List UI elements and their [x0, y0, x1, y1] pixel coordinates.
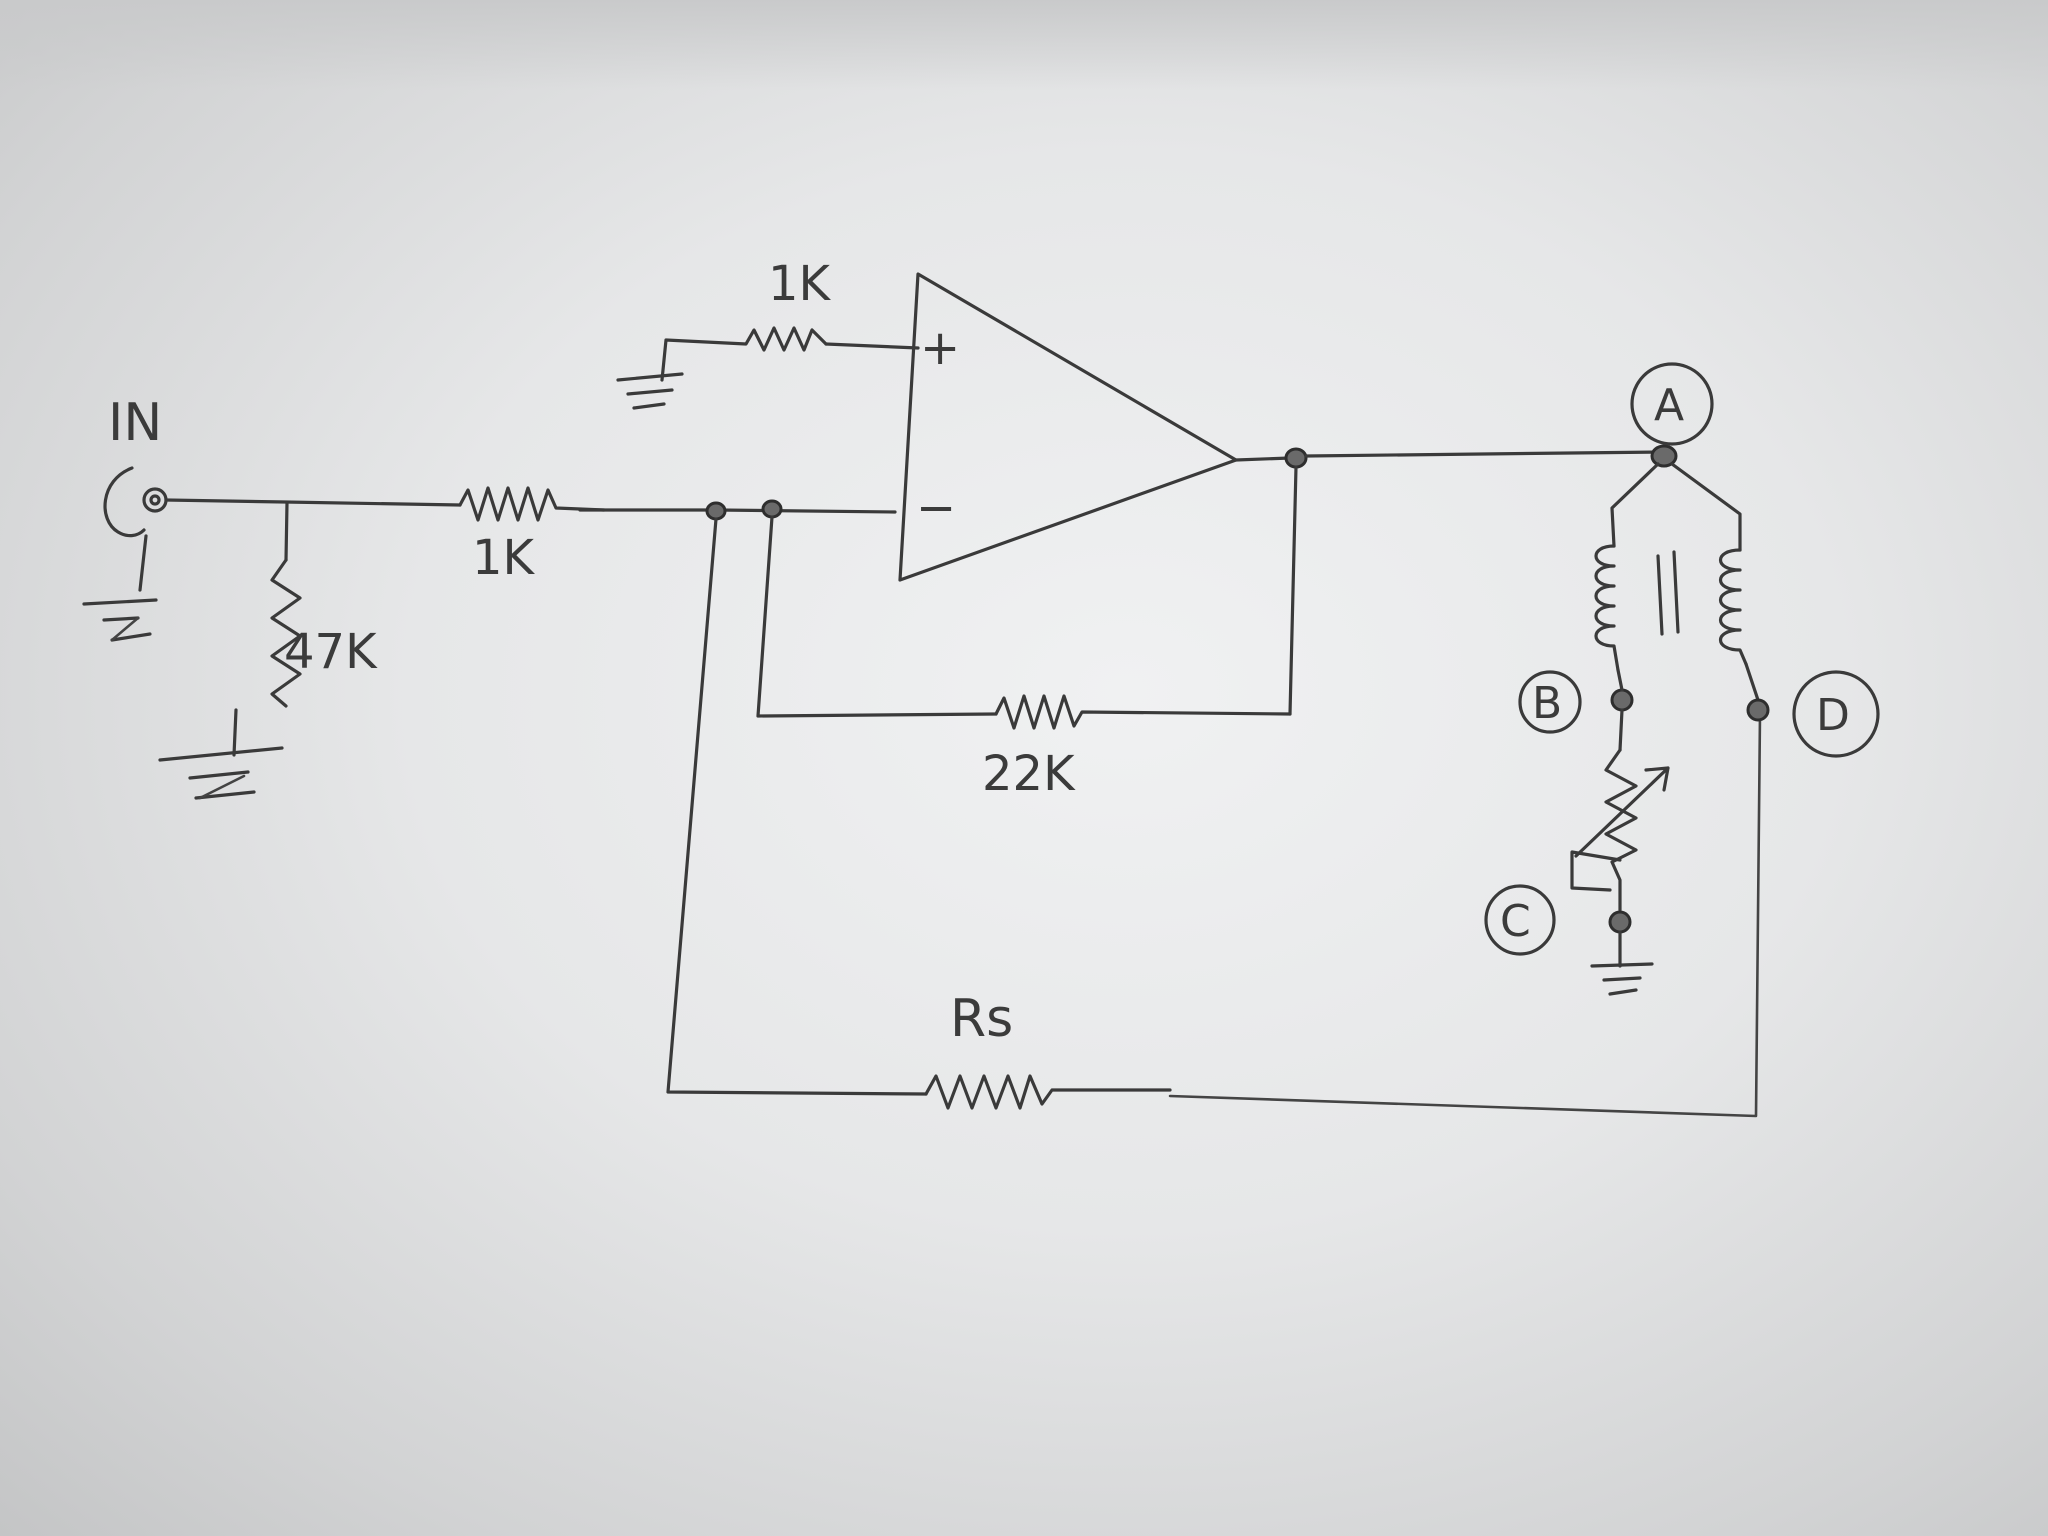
junction-dot-feedback — [761, 499, 783, 519]
coil-left-lead — [1610, 462, 1660, 548]
resistor-rs-label: Rs — [950, 989, 1013, 1049]
node-d-label: D — [1816, 690, 1850, 741]
feedback-wire-left — [756, 515, 998, 718]
input-wire — [164, 498, 462, 507]
transformer-core-line-2 — [1672, 550, 1680, 634]
node-d-dot — [1746, 698, 1770, 722]
coil-right-lead — [1670, 462, 1742, 552]
transformer-core-line-1 — [1656, 554, 1664, 636]
resistor-1k-noninv-label: 1K — [768, 256, 832, 312]
inductor-left — [1594, 544, 1620, 672]
noninv-input-wire — [824, 342, 920, 350]
op-amp-output-wire — [1234, 456, 1292, 462]
wire-coil-right-to-d — [1744, 662, 1760, 702]
variable-resistor-arrow — [1574, 766, 1670, 858]
node-c-circle — [1484, 884, 1556, 956]
variable-resistor — [1604, 748, 1638, 912]
input-label: IN — [108, 393, 162, 453]
output-junction-dot — [1284, 447, 1308, 469]
node-c-label: C — [1500, 896, 1531, 947]
resistor-22k — [994, 694, 1292, 730]
node-a-dot — [1650, 444, 1678, 468]
output-to-node-a-wire — [1304, 450, 1662, 458]
noninv-ground-symbol — [616, 372, 684, 410]
wire-b-to-pot — [1616, 668, 1624, 752]
wiper-wire — [1570, 850, 1622, 892]
op-amp-minus-sign: − — [916, 480, 956, 536]
rs-wire-left — [666, 517, 928, 1096]
resistor-1k-noninv — [660, 326, 828, 382]
inductor-right — [1719, 548, 1748, 666]
node-c-dot — [1608, 910, 1632, 934]
node-d-circle — [1792, 670, 1880, 758]
shunt-wire-top — [284, 501, 289, 562]
node-b-label: B — [1532, 678, 1562, 729]
jack-ground-symbol — [82, 598, 158, 642]
node-b-dot — [1610, 688, 1634, 712]
junction-dot-rs — [705, 501, 727, 521]
resistor-47k — [270, 558, 302, 708]
resistor-47k-label: 47K — [284, 624, 378, 680]
resistor-1k-series — [458, 486, 606, 522]
rs-wire-right — [1168, 712, 1762, 1118]
shunt-wire-bottom — [232, 708, 238, 757]
node-c-ground-symbol — [1590, 962, 1654, 996]
resistor-22k-label: 22K — [982, 746, 1076, 802]
op-amp-plus-sign: + — [920, 320, 960, 376]
op-amp-triangle — [898, 272, 1238, 582]
node-a-label: A — [1654, 380, 1684, 431]
wire-to-summing-node — [578, 508, 897, 514]
feedback-wire-right — [1288, 465, 1298, 716]
resistor-rs — [924, 1074, 1172, 1110]
resistor-1k-series-label: 1K — [472, 530, 536, 586]
node-b-circle — [1518, 670, 1582, 734]
input-jack — [103, 466, 168, 592]
node-a-circle — [1630, 362, 1714, 446]
shunt-ground-symbol — [158, 746, 284, 800]
